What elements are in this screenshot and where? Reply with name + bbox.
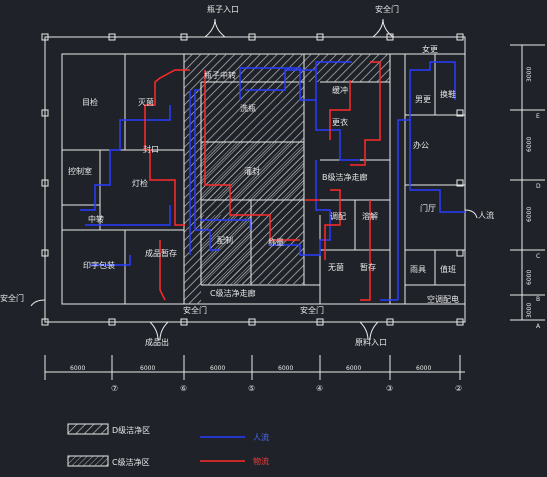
label-top-entry: 瓶子入口 [207, 4, 239, 14]
legend-d-swatch [67, 423, 109, 435]
axis-x-2: ⑥ [180, 384, 187, 393]
people-flow [80, 61, 465, 301]
label-print-pack: 印字包装 [83, 260, 115, 270]
d-zone-strip [184, 54, 201, 304]
dim-y-texts: 3000 6000 6000 6000 3000 [526, 67, 533, 318]
label-change: 更衣 [332, 117, 348, 127]
axis-y-e: E [536, 113, 540, 120]
label-material-entry: 原料入口 [355, 337, 387, 347]
label-safety-door-bottom-mid: 安全门 [300, 305, 324, 315]
label-personnel-entry: 人流 [478, 210, 494, 220]
label-safety-door-bottom-left: 安全门 [183, 305, 207, 315]
material-flow [144, 61, 381, 301]
axis-y-b: B [536, 296, 540, 303]
label-dissolve: 溶解 [362, 211, 378, 221]
label-buffer: 缓冲 [332, 85, 348, 95]
label-product-store: 成品暂存 [145, 248, 177, 258]
legend-c-label: C级洁净区 [112, 457, 150, 467]
dimension-lines-y [510, 44, 545, 321]
legend-material-label: 物流 [253, 456, 269, 466]
axis-x-6: ② [455, 384, 462, 393]
label-sterilize: 灭菌 [138, 97, 154, 107]
doors [30, 18, 478, 341]
label-women: 女更 [422, 44, 438, 54]
legend-c-swatch [67, 455, 109, 467]
dim-x-4: 6000 [278, 365, 293, 372]
label-lamp: 灯检 [132, 178, 148, 188]
label-safety-door-left: 安全门 [0, 293, 24, 303]
d-zone-top [304, 54, 390, 82]
label-inspect: 目检 [82, 97, 98, 107]
axis-x-1: ⑦ [111, 384, 118, 393]
label-rain: 雨具 [410, 265, 426, 274]
dim-y-3: 6000 [526, 207, 533, 222]
axis-y-a: A [536, 323, 541, 330]
label-power: 空调配电 [427, 294, 459, 304]
label-safety-door-top-right: 安全门 [375, 4, 399, 14]
label-formulate: 调配 [330, 212, 346, 221]
dim-x-3: 6000 [210, 365, 225, 372]
dim-x-6: 6000 [416, 365, 431, 372]
axis-x-5: ③ [386, 384, 393, 393]
dim-x-2: 6000 [140, 365, 155, 372]
label-control: 控制室 [68, 166, 92, 176]
label-lobby: 门厅 [420, 203, 436, 213]
label-wash: 换鞋 [440, 89, 456, 99]
label-duty: 值班 [440, 264, 456, 274]
interior-walls [62, 54, 465, 304]
dim-y-2: 6000 [526, 137, 533, 152]
c-zone-2 [201, 215, 251, 285]
label-men: 男更 [415, 95, 431, 104]
dim-y-4: 6000 [526, 270, 533, 285]
label-weigh: 称量 [268, 237, 284, 247]
label-transfer: 中转 [88, 214, 104, 224]
label-seal: 封口 [143, 144, 159, 154]
label-b-clean: B级洁净走廊 [322, 172, 368, 182]
axis-y-c: C [536, 253, 540, 260]
dim-y-1: 3000 [526, 67, 533, 82]
label-wash-fill: 洗瓶 [240, 103, 256, 113]
dimension-lines-x [44, 355, 465, 380]
axis-x-3: ⑤ [248, 384, 255, 393]
label-product-exit: 成品出 [145, 337, 169, 347]
label-office: 办公 [413, 140, 429, 150]
label-prep: 配制 [217, 235, 233, 245]
label-bottle-transfer: 瓶子中转 [204, 70, 236, 80]
label-c-clean: C级洁净走廊 [210, 288, 256, 298]
dim-y-5: 3000 [526, 303, 533, 318]
label-fill: 灌封 [244, 166, 260, 176]
axis-y-d: D [536, 183, 541, 190]
dim-x-1: 6000 [70, 365, 85, 372]
axis-x-4: ④ [316, 384, 323, 393]
dim-x-5: 6000 [346, 365, 361, 372]
label-aseptic: 无菌 [328, 262, 344, 272]
legend-people-label: 人流 [253, 432, 269, 442]
legend-d-label: D级洁净区 [112, 425, 150, 435]
label-store: 暂存 [360, 262, 376, 272]
c-zone-1 [201, 142, 304, 200]
